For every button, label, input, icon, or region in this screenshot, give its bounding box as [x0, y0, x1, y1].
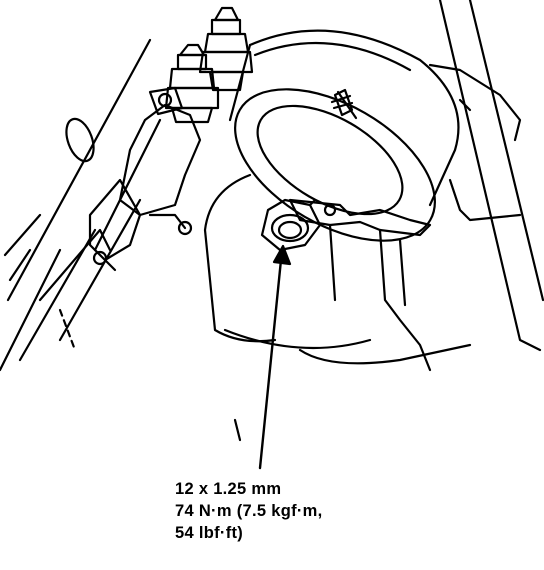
leader-arrow: [258, 244, 292, 470]
engine-plug: [65, 117, 95, 163]
frame-member-right: [233, 0, 544, 442]
torque-imperial-label: 54 lbf·ft): [175, 524, 244, 542]
bolt-spec-callout: 12 x 1.25 mm 74 N·m (7.5 kgf·m, 54 lbf·f…: [175, 478, 323, 544]
starter-motor-body: [228, 29, 522, 242]
solenoid-housing: [88, 103, 202, 272]
threaded-stud: [330, 88, 358, 120]
torque-metric-label: 74 N·m (7.5 kgf·m,: [175, 502, 323, 520]
terminal-stud-lower: [164, 43, 220, 124]
bolt-size-label: 12 x 1.25 mm: [175, 480, 282, 498]
engine-block-outline: [0, 38, 162, 372]
transmission-outline: [223, 98, 522, 365]
mounting-bolt: [260, 198, 322, 252]
mounting-bracket: [203, 173, 432, 372]
small-terminal-nut: [148, 86, 184, 116]
terminal-stud-top: [198, 6, 254, 92]
